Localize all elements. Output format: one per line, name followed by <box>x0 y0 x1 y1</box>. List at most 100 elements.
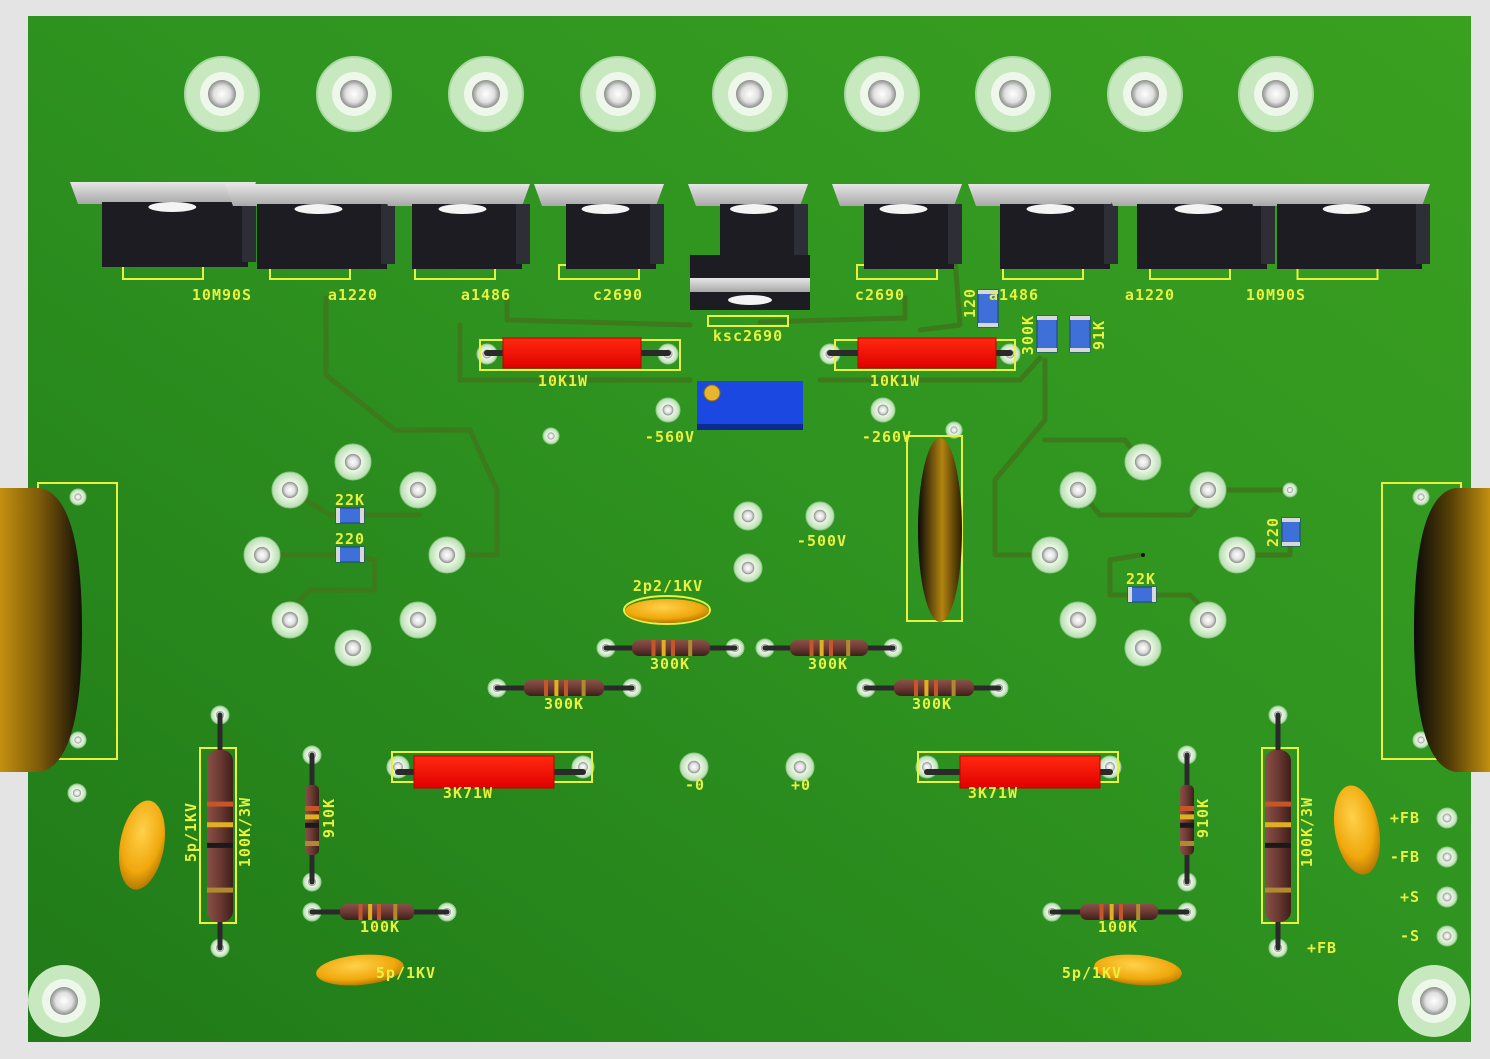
to3-pad <box>1189 601 1227 639</box>
smd-body <box>1281 517 1301 547</box>
pad-hole <box>547 432 555 440</box>
pad-hole <box>877 404 889 416</box>
cap-label: 5p/1KV <box>1062 964 1122 982</box>
pad <box>733 501 763 531</box>
resistor-band <box>819 640 824 656</box>
transistor-to220 <box>1105 184 1275 280</box>
pad-hole <box>438 546 456 564</box>
resistor-band <box>924 680 929 696</box>
smd-body <box>1036 315 1058 353</box>
power-resistor-3w-left <box>207 712 233 951</box>
smd-resistor <box>335 507 365 524</box>
pad-hole <box>741 509 755 523</box>
resistor-band <box>914 680 918 696</box>
resistor-label: 300K <box>808 655 848 673</box>
pad-hole <box>1134 639 1152 657</box>
voltage-label: -560V <box>645 428 695 446</box>
resistor-label: 300K <box>544 695 584 713</box>
transistor-body-side <box>381 204 395 264</box>
power-resistor <box>395 755 586 789</box>
resistor-band <box>651 640 656 656</box>
smd-body <box>1127 586 1157 603</box>
connector-pad <box>1436 925 1458 947</box>
pad <box>870 397 896 423</box>
connector-label: -0 <box>685 776 705 794</box>
transistor-label: 10M90S <box>1246 286 1306 304</box>
smd-resistor <box>1069 315 1091 353</box>
cap-label: 5p/1KV <box>182 802 200 862</box>
transistor-tab <box>1245 184 1430 206</box>
resistor-band <box>305 841 319 846</box>
axial-resistor <box>494 680 635 696</box>
transistor-tab-hole <box>730 204 778 214</box>
transistor-body <box>864 204 954 269</box>
transistor-tab-hole <box>581 204 630 214</box>
ceramic-capacitor-bottom-right <box>1094 954 1182 986</box>
smd-terminal <box>360 547 364 562</box>
transistor-body <box>412 204 522 269</box>
transistor-tab <box>690 278 810 292</box>
resistor-band <box>951 680 956 696</box>
mounting-hole <box>208 80 236 108</box>
smd-label: 300K <box>1019 315 1037 355</box>
mounting-hole <box>604 80 632 108</box>
ceramic-capacitor <box>625 599 709 623</box>
smd-body <box>1069 315 1091 353</box>
transistor-label: a1486 <box>461 286 511 304</box>
smd-terminal <box>978 290 998 294</box>
resistor-label: 100K/3W <box>236 797 254 867</box>
resistor-band <box>544 680 548 696</box>
voltage-label: -260V <box>862 428 912 446</box>
power-resistor-label: 3K71W <box>443 784 493 802</box>
power-resistor <box>827 337 1013 369</box>
axial-resistor-910k-right <box>1180 752 1194 885</box>
resistor-band <box>554 680 559 696</box>
resistor-band <box>1265 887 1291 893</box>
pad-hole <box>281 611 299 629</box>
mounting-hole <box>1262 80 1290 108</box>
transistor-body <box>1277 204 1422 269</box>
mounting-hole <box>999 80 1027 108</box>
transistor-body-side <box>242 202 256 262</box>
axial-resistor <box>603 640 738 656</box>
pad-hole <box>1069 481 1087 499</box>
smd-label: 120 <box>961 288 979 318</box>
resistor-band <box>207 887 233 893</box>
resistor-label: 300K <box>912 695 952 713</box>
pad <box>1282 482 1298 498</box>
to3-pad <box>1189 471 1227 509</box>
film-capacitor <box>906 435 963 622</box>
pad-hole <box>1442 931 1452 941</box>
transistor-tab <box>70 182 256 204</box>
to3-pad <box>334 629 372 667</box>
resistor-band <box>688 640 693 656</box>
pad-hole <box>1442 852 1452 862</box>
pad <box>805 501 835 531</box>
pad-hole <box>1041 546 1059 564</box>
transistor-tab <box>688 184 808 206</box>
ceramic-capacitor-left <box>118 800 166 890</box>
smd-label: 22K <box>335 491 365 509</box>
transistor-tab-hole <box>294 204 343 214</box>
voltage-label: -500V <box>797 532 847 550</box>
pad <box>945 421 963 439</box>
smd-terminal <box>1282 542 1300 546</box>
pad <box>679 752 709 782</box>
electrolytic-capacitor-right <box>1381 482 1490 772</box>
pad-hole <box>1417 493 1425 501</box>
trimmer-adjust-screw <box>703 384 721 402</box>
power-resistor-label: 10K1W <box>870 372 920 390</box>
mounting-hole <box>1420 987 1448 1015</box>
heatsink-mounting-hole <box>1107 56 1183 132</box>
smd-label: 220 <box>1264 517 1282 547</box>
mounting-hole <box>472 80 500 108</box>
transistor-body <box>257 204 387 269</box>
transistor-ksc2690 <box>690 255 810 327</box>
axial-resistor <box>1049 904 1190 920</box>
smd-terminal <box>1037 348 1057 352</box>
transistor-tab <box>380 184 530 206</box>
cap-body <box>0 488 82 772</box>
pad <box>655 397 681 423</box>
ceramic-capacitor-right <box>1333 785 1381 875</box>
transistor-label: ksc2690 <box>713 327 783 345</box>
